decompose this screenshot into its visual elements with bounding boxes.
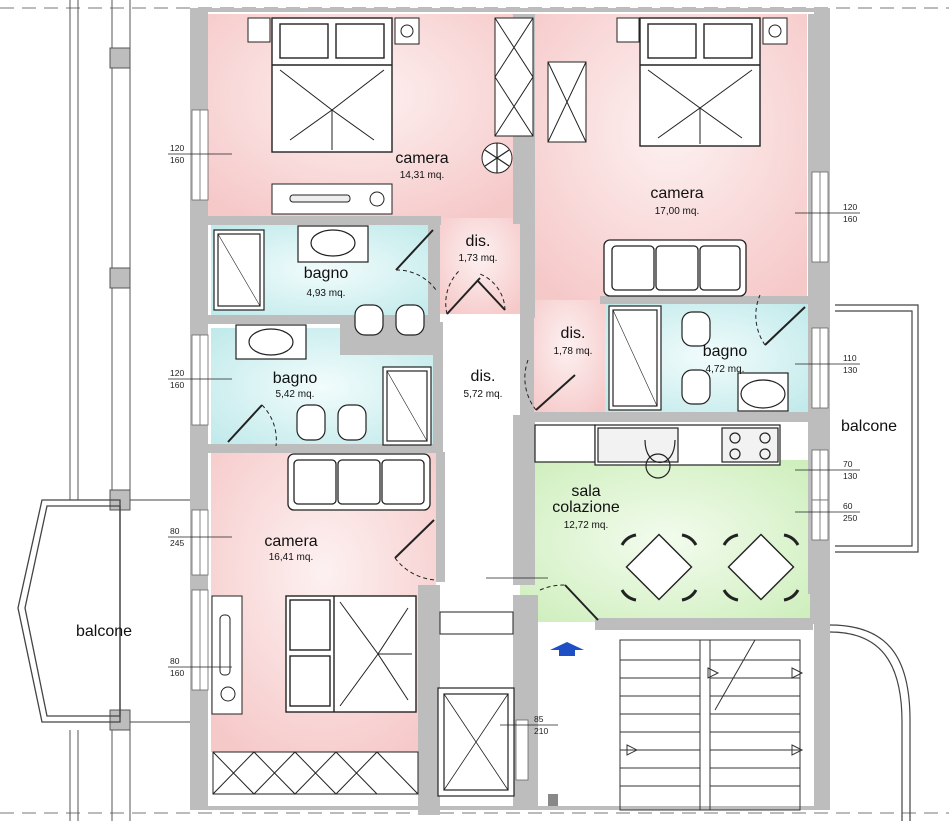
bed-top-right <box>639 17 761 147</box>
left-railing <box>69 0 131 821</box>
dimension-top: 120 <box>843 202 857 212</box>
dimension-bottom: 160 <box>170 668 184 678</box>
staircase <box>619 639 804 811</box>
room-name: bagno <box>273 370 318 387</box>
dimension-bottom: 245 <box>170 538 184 548</box>
nightstand <box>394 17 420 45</box>
dimension-top: 80 <box>170 656 180 666</box>
plant-icon <box>481 142 513 174</box>
lamp-icon <box>768 24 782 38</box>
bed-top-left <box>271 17 393 153</box>
lamp-icon <box>400 24 414 38</box>
room-name: dis. <box>471 368 496 385</box>
entrance-step <box>439 611 514 635</box>
windows <box>191 109 829 781</box>
dimension-bottom: 160 <box>170 155 184 165</box>
room-name: camera <box>395 150 448 167</box>
toilet <box>296 304 711 441</box>
dimension-top: 120 <box>170 368 184 378</box>
room-name: bagno <box>304 265 349 282</box>
dimension-top: 70 <box>843 459 853 469</box>
balcone-right-outline <box>835 304 919 553</box>
dimension-top: 60 <box>843 501 853 511</box>
dimension-bottom: 130 <box>843 471 857 481</box>
room-name: colazione <box>552 499 620 516</box>
room-area: 16,41 mq. <box>269 552 313 563</box>
room-name: bagno <box>703 343 748 360</box>
dimension-top: 80 <box>170 526 180 536</box>
dining-table <box>620 533 800 602</box>
dimension-leaders <box>168 153 860 726</box>
balcone-left-outline <box>17 499 121 723</box>
dimension-top: 120 <box>170 143 184 153</box>
wall-marker <box>548 794 558 806</box>
shower <box>213 229 662 446</box>
dimension-top: 110 <box>843 353 857 363</box>
room-name: camera <box>650 185 703 202</box>
dimension-top: 85 <box>534 714 544 724</box>
dimension-bottom: 210 <box>534 726 548 736</box>
room-area: 4,72 mq. <box>706 364 745 375</box>
room-dis-mid <box>530 300 605 415</box>
kitchen-counter <box>534 424 781 479</box>
dimension-bottom: 160 <box>170 380 184 390</box>
room-area: 12,72 mq. <box>564 520 608 531</box>
desk-bottom <box>211 595 243 715</box>
balcony-label: balcone <box>76 623 132 640</box>
room-name: camera <box>264 533 317 550</box>
room-name: dis. <box>561 325 586 342</box>
right-bay-wall <box>829 624 911 821</box>
balcony-label: balcone <box>841 418 897 435</box>
room-area: 4,93 mq. <box>307 288 346 299</box>
bed-bottom <box>285 595 417 713</box>
desk <box>271 183 393 215</box>
elevator <box>437 687 515 797</box>
dimension-bottom: 160 <box>843 214 857 224</box>
room-dis-top <box>440 218 520 314</box>
entrance-arrow-icon <box>550 642 584 656</box>
room-name: dis. <box>466 233 491 250</box>
sink <box>235 225 789 412</box>
room-area: 5,72 mq. <box>464 389 503 400</box>
room-area: 5,42 mq. <box>276 389 315 400</box>
room-area: 1,78 mq. <box>554 346 593 357</box>
nightstand <box>247 17 271 43</box>
sofa <box>287 239 747 511</box>
nightstand <box>762 17 788 45</box>
room-area: 14,31 mq. <box>400 170 444 181</box>
room-area: 1,73 mq. <box>459 253 498 264</box>
nightstand <box>616 17 640 43</box>
wardrobe <box>212 17 587 795</box>
room-name: sala <box>571 483 600 500</box>
doors <box>227 229 806 621</box>
dimension-bottom: 130 <box>843 365 857 375</box>
room-area: 17,00 mq. <box>655 206 699 217</box>
dimension-bottom: 250 <box>843 513 857 523</box>
